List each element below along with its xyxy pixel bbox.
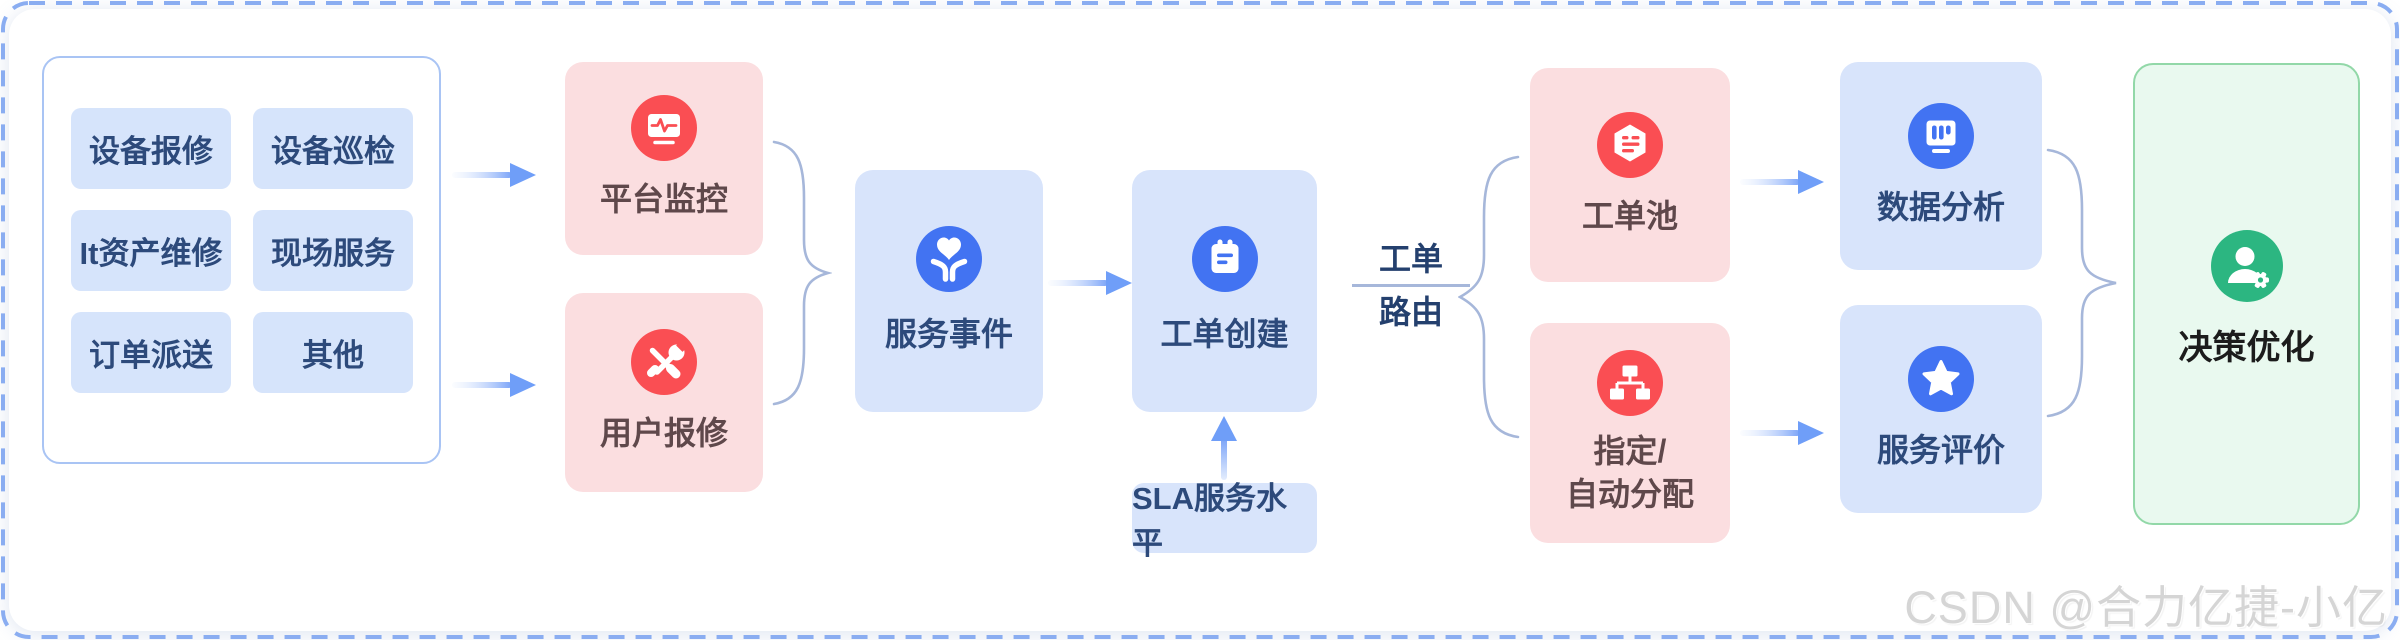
bar-chart-icon xyxy=(1908,102,1974,169)
sitemap-icon xyxy=(1597,349,1663,416)
flow-arrow xyxy=(1048,271,1132,295)
node-service-evaluation: 服务评价 xyxy=(1840,305,2042,513)
node-label: 服务评价 xyxy=(1876,431,2005,468)
node-label: 工单池 xyxy=(1581,197,1678,234)
source-chip-grid: 设备报修 设备巡检 It资产维修 现场服务 订单派送 其他 xyxy=(71,108,413,393)
flow-arrow xyxy=(1740,421,1824,445)
source-item: 现场服务 xyxy=(253,210,413,291)
repair-tools-icon xyxy=(631,329,697,396)
source-item: 其他 xyxy=(253,312,413,393)
node-label: 平台监控 xyxy=(599,181,728,218)
route-label-line1: 工单 xyxy=(1378,241,1443,277)
ticket-pool-icon xyxy=(1597,111,1663,178)
node-ticket-create: 工单创建 xyxy=(1132,170,1317,412)
node-sla: SLA服务水平 xyxy=(1132,481,1317,561)
source-item: 设备巡检 xyxy=(253,108,413,189)
source-item: It资产维修 xyxy=(71,210,231,291)
node-label: 数据分析 xyxy=(1876,188,2005,225)
node-platform-monitoring: 平台监控 xyxy=(565,62,763,255)
node-label: 服务事件 xyxy=(884,315,1013,352)
node-ticket-pool: 工单池 xyxy=(1530,68,1730,282)
heart-hands-icon xyxy=(916,225,982,292)
node-label: 用户报修 xyxy=(599,415,728,452)
node-assign: 指定/ 自动分配 xyxy=(1530,323,1730,543)
brace-connector xyxy=(2046,148,2117,418)
brace-connector xyxy=(772,140,832,406)
user-gear-icon xyxy=(2210,230,2283,303)
flow-arrow xyxy=(452,163,536,187)
clipboard-icon xyxy=(1191,225,1258,292)
route-connector-line xyxy=(1352,284,1470,287)
source-item: 订单派送 xyxy=(71,312,231,393)
flow-arrow xyxy=(1740,170,1824,194)
node-label: 决策优化 xyxy=(2178,329,2315,368)
monitor-pulse-icon xyxy=(631,95,697,162)
watermark: CSDN @合力亿捷-小亿 xyxy=(1904,582,2388,633)
node-label: 工单创建 xyxy=(1160,315,1289,352)
route-label-line2: 路由 xyxy=(1378,293,1443,330)
sla-up-arrow xyxy=(1211,416,1237,480)
source-panel: 设备报修 设备巡检 It资产维修 现场服务 订单派送 其他 xyxy=(42,56,441,464)
node-label-line1: 指定/ xyxy=(1593,432,1667,469)
node-decision: 决策优化 xyxy=(2133,63,2360,525)
source-item: 设备报修 xyxy=(71,108,231,189)
route-label: 工单 路由 xyxy=(1352,243,1470,328)
star-icon xyxy=(1908,345,1974,412)
node-user-repair: 用户报修 xyxy=(565,293,763,492)
node-data-analysis: 数据分析 xyxy=(1840,62,2042,270)
node-label-line2: 自动分配 xyxy=(1565,476,1694,512)
node-service-event: 服务事件 xyxy=(855,170,1043,412)
brace-connector xyxy=(1458,155,1520,439)
flow-arrow xyxy=(452,373,536,397)
node-label: 指定/ 自动分配 xyxy=(1566,430,1694,516)
